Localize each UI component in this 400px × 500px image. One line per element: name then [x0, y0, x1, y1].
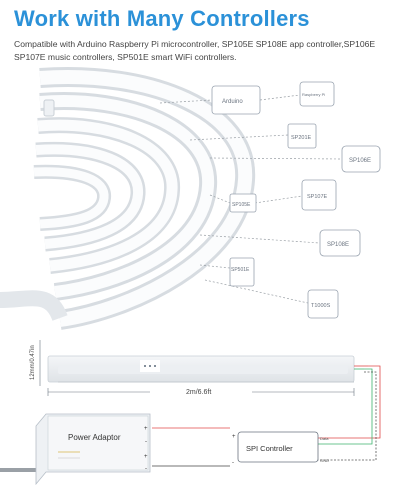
power-minus-1: -	[145, 439, 147, 445]
controller-sp201e-label: SP201E	[291, 135, 312, 141]
length-dimension: 2m/6.6ft	[47, 388, 355, 396]
power-adaptor: Power Adaptor + - + -	[35, 413, 151, 486]
spi-controller-label: SPI Controller	[246, 444, 293, 453]
controller-sp107e-label: SP107E	[307, 194, 328, 200]
connector-lines	[159, 94, 343, 304]
power-minus-2: -	[145, 466, 147, 472]
spi-pin-data: Data	[320, 436, 329, 441]
controller-sp107e: SP107E	[301, 179, 337, 211]
width-dimension: 12mm/0.47in	[30, 340, 41, 386]
controller-sp106e: SP106E	[341, 145, 381, 173]
strip-length-label: 2m/6.6ft	[186, 389, 211, 396]
controller-sp108e: SP108E	[319, 229, 361, 257]
controller-sp108e-label: SP108E	[327, 242, 349, 248]
strip-width-label: 12mm/0.47in	[30, 345, 36, 380]
spi-pin-gnd: GND	[320, 458, 329, 463]
page-title: Work with Many Controllers	[14, 6, 310, 31]
controller-raspberry-label: Raspberry Pi	[302, 92, 325, 97]
page-subtitle: Compatible with Arduino Raspberry Pi mic…	[14, 39, 376, 62]
spi-plus: +	[232, 434, 236, 440]
controller-sp501e-label: SP501E	[231, 267, 250, 273]
power-adaptor-label: Power Adaptor	[68, 433, 121, 442]
controller-t1000s-label: T1000S	[311, 303, 331, 309]
controller-sp105e-label: SP105E	[232, 202, 251, 208]
controller-arduino: Arduino	[211, 85, 261, 115]
controller-sp106e-label: SP106E	[349, 158, 371, 164]
power-plus-1: +	[144, 426, 148, 432]
spi-controller: SPI Controller Data GND + -	[232, 431, 329, 466]
controller-sp201e: SP201E	[287, 123, 317, 149]
spi-minus: -	[232, 460, 234, 466]
straight-led-strip	[47, 355, 368, 383]
wiring	[0, 365, 381, 472]
power-plus-2: +	[144, 454, 148, 460]
controller-sp105e: SP105E	[229, 193, 257, 213]
controller-raspberry-pi: Raspberry Pi	[299, 81, 335, 107]
controller-sp501e: SP501E	[229, 257, 255, 287]
controller-arduino-label: Arduino	[222, 99, 243, 105]
controller-t1000s: T1000S	[307, 289, 339, 319]
coiled-led-strip	[0, 67, 256, 330]
